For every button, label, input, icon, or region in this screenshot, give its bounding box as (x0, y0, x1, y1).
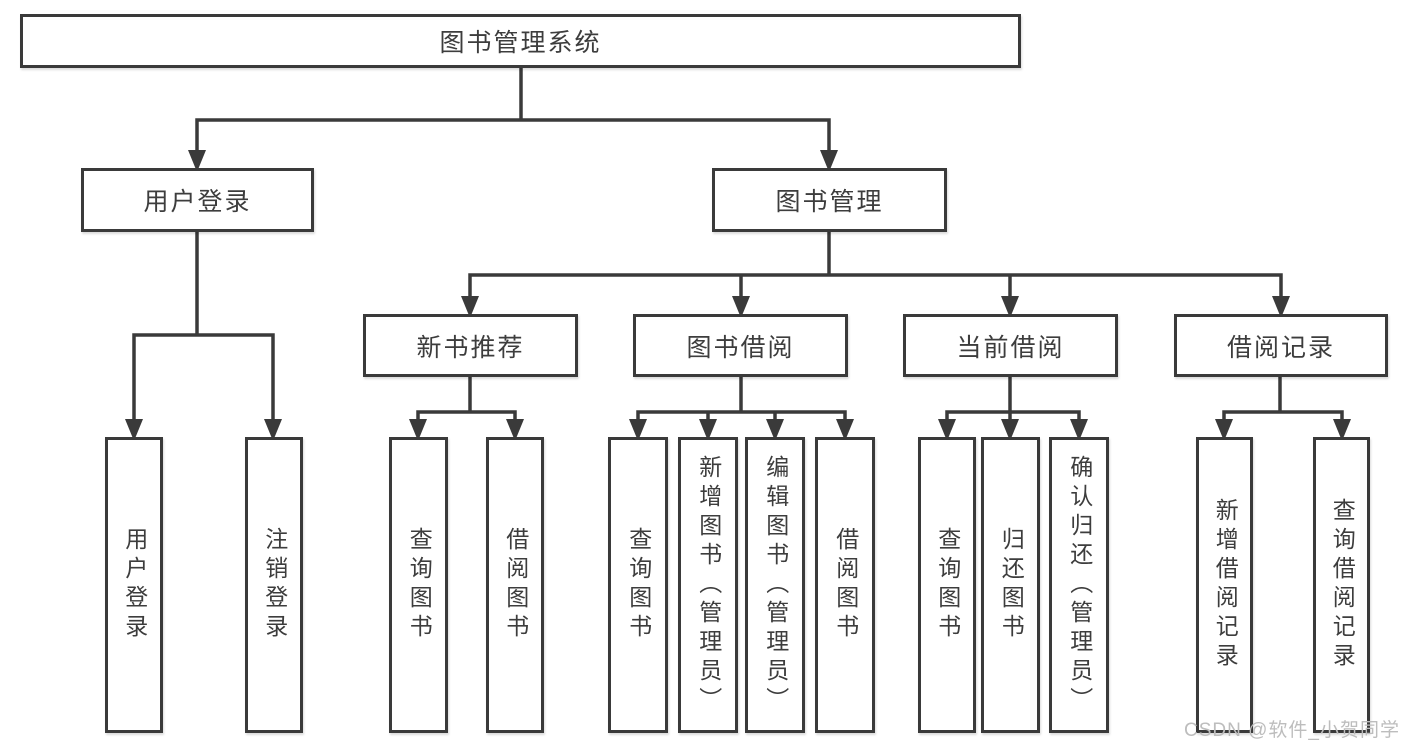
arrow-down-icon (264, 419, 282, 441)
watermark: CSDN @软件_小贺同学 (1184, 720, 1400, 741)
arrow-down-icon (1272, 296, 1290, 318)
connector-line (195, 118, 831, 158)
node-label: 新增图书（管理员） (695, 454, 722, 716)
node-label: 用户登录 (143, 188, 252, 216)
arrow-down-icon (1001, 296, 1019, 318)
node-label: 查询图书 (625, 527, 652, 643)
node-br-query-record: 查询借阅记录 (1313, 437, 1370, 733)
node-label: 新书推荐 (416, 333, 525, 362)
arrow-down-icon (506, 419, 524, 441)
node-label: 注销登录 (261, 527, 288, 643)
node-label: 新增借阅记录 (1212, 498, 1239, 672)
arrow-down-icon (1070, 419, 1088, 441)
connector-line (1222, 410, 1344, 421)
node-book-management: 图书管理 (712, 168, 947, 232)
arrow-down-icon (1333, 419, 1351, 441)
node-cb-query-books: 查询图书 (918, 437, 976, 733)
arrow-down-icon (766, 419, 784, 441)
arrow-down-icon (1215, 419, 1233, 441)
connector-line (636, 410, 847, 421)
node-label: 用户登录 (121, 527, 148, 643)
node-label: 图书管理系统 (439, 29, 602, 57)
node-label: 图书借阅 (686, 333, 795, 362)
node-bb-add-books-admin: 新增图书（管理员） (678, 437, 738, 733)
connector-line (132, 333, 275, 421)
node-current-borrowing: 当前借阅 (903, 314, 1118, 377)
node-library-system: 图书管理系统 (20, 14, 1021, 68)
arrow-down-icon (820, 150, 838, 172)
arrow-down-icon (836, 419, 854, 441)
arrow-down-icon (461, 296, 479, 318)
node-label: 查询图书 (934, 527, 961, 643)
node-label: 当前借阅 (956, 333, 1065, 362)
node-label: 确认归还（管理员） (1066, 454, 1093, 716)
arrow-down-icon (125, 419, 143, 441)
node-label: 图书管理 (775, 188, 884, 216)
node-label: 借阅记录 (1226, 333, 1335, 362)
node-bb-edit-books-admin: 编辑图书（管理员） (745, 437, 805, 733)
node-label: 借阅图书 (502, 527, 529, 643)
connector-line (945, 410, 1081, 421)
node-new-book-recommend: 新书推荐 (363, 314, 578, 377)
node-cb-return-books: 归还图书 (981, 437, 1040, 733)
node-login: 用户登录 (105, 437, 163, 733)
node-bb-query-books: 查询图书 (608, 437, 668, 733)
node-cb-confirm-return-admin: 确认归还（管理员） (1049, 437, 1109, 733)
node-br-add-record: 新增借阅记录 (1196, 437, 1253, 733)
node-borrow-records: 借阅记录 (1174, 314, 1388, 377)
node-user-login: 用户登录 (81, 168, 314, 232)
connector-line (468, 273, 1283, 298)
node-label: 编辑图书（管理员） (762, 454, 789, 716)
arrow-down-icon (409, 419, 427, 441)
node-nb-borrow-books: 借阅图书 (486, 437, 544, 733)
node-logout: 注销登录 (245, 437, 303, 733)
node-book-borrowing: 图书借阅 (633, 314, 848, 377)
node-bb-borrow-books: 借阅图书 (815, 437, 875, 733)
arrow-down-icon (1001, 419, 1019, 441)
arrow-down-icon (938, 419, 956, 441)
node-label: 借阅图书 (832, 527, 859, 643)
node-label: 查询借阅记录 (1329, 498, 1356, 672)
arrow-down-icon (629, 419, 647, 441)
arrow-down-icon (188, 150, 206, 172)
node-label: 查询图书 (406, 527, 433, 643)
arrow-down-icon (732, 296, 750, 318)
node-label: 归还图书 (998, 527, 1025, 643)
node-nb-query-books: 查询图书 (389, 437, 448, 733)
arrow-down-icon (699, 419, 717, 441)
connector-line (416, 410, 517, 421)
